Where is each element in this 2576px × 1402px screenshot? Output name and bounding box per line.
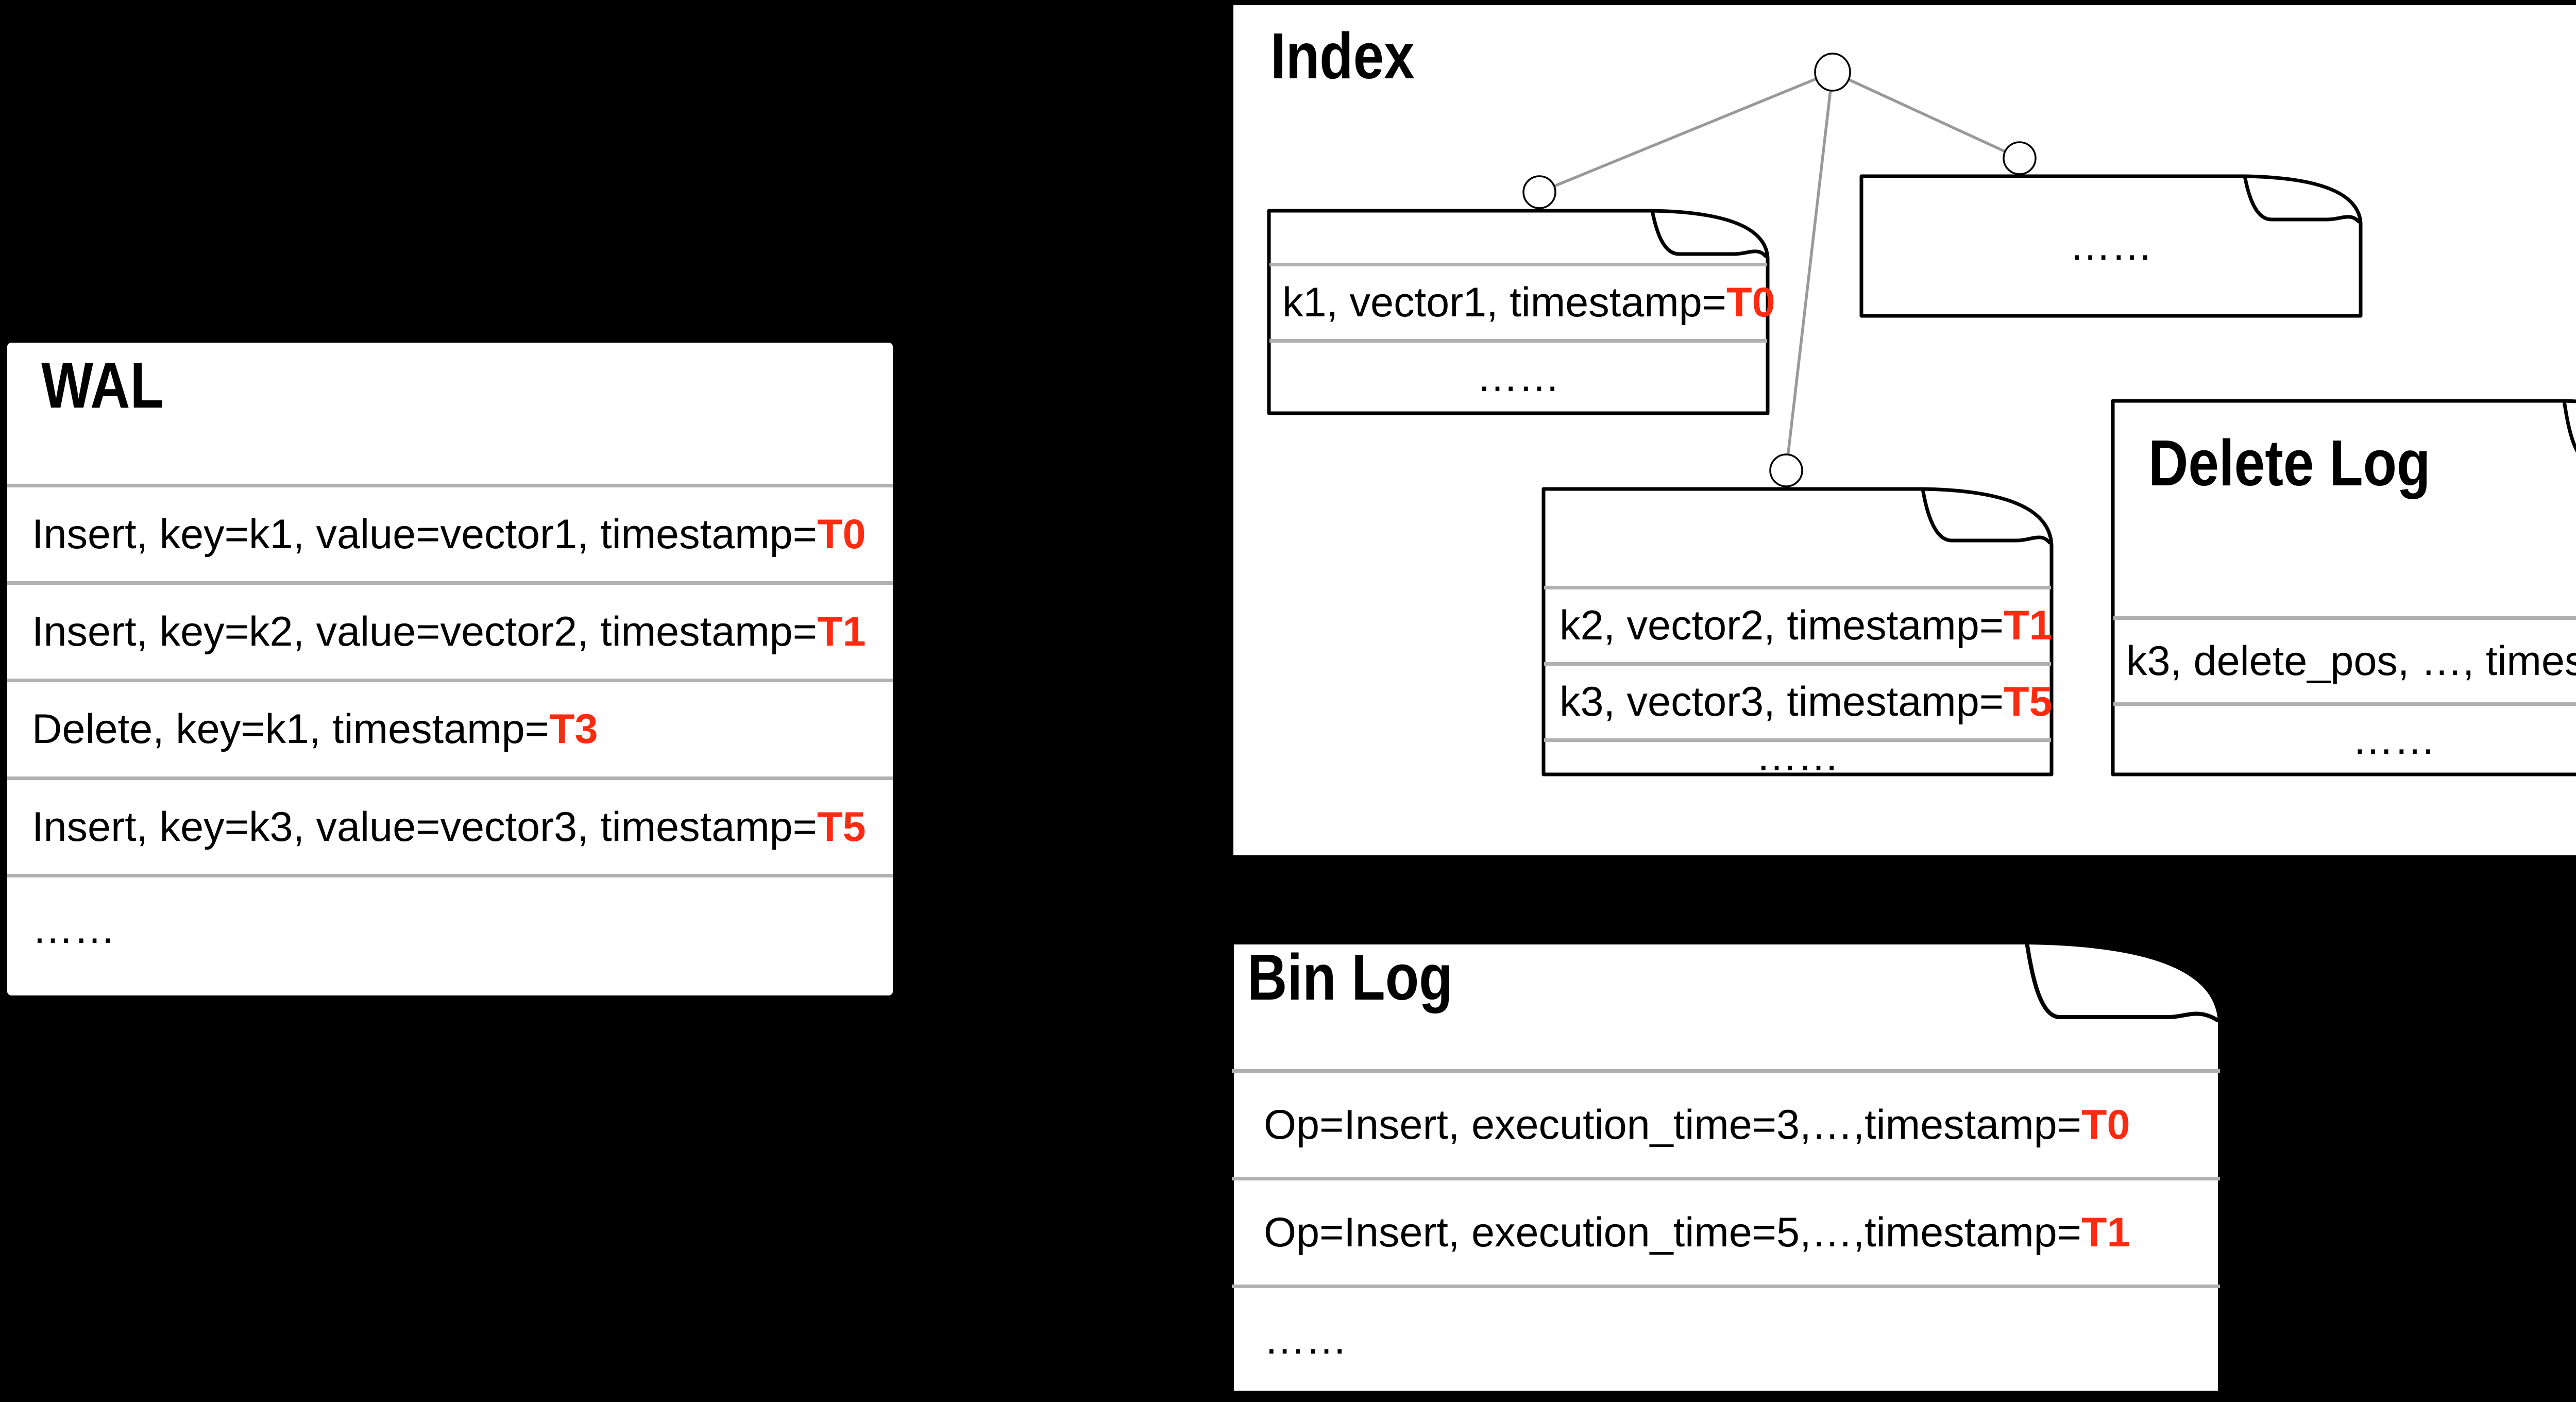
timestamp-badge: T3: [549, 706, 598, 752]
ellipsis-text: ……: [1264, 1316, 1347, 1363]
segment-row-k2: k2, vector2, timestamp=T1: [1541, 589, 2054, 662]
index-tree: [1522, 53, 2037, 487]
segment-row-ellipsis: ……: [1859, 174, 2363, 318]
segment-b-content: ……: [1859, 174, 2363, 318]
tree-node-left: [1522, 175, 1556, 209]
timestamp-badge: T1: [2081, 1209, 2130, 1256]
index-panel: Index: [1233, 5, 2576, 855]
segment-row-ellipsis: ……: [1267, 343, 1770, 412]
tree-root-node: [1814, 53, 1851, 92]
delete-log-row-k3: k3, delete_pos, …, timestamp=T3: [2111, 620, 2576, 702]
tree-edge-root-right: [1832, 71, 2021, 160]
timestamp-badge: T1: [2004, 602, 2053, 649]
delete-log-divider: [2113, 616, 2576, 620]
tree-edge-root-left: [1538, 71, 1834, 194]
document-shape: [2111, 399, 2576, 776]
bin-log-row-text: Op=Insert, execution_time=3,…,timestamp=: [1264, 1101, 2082, 1148]
tree-edges: [1538, 71, 2021, 471]
wal-divider: [7, 484, 893, 487]
index-segment-file-a: k1, vector1, timestamp=T0 ……: [1267, 209, 1775, 415]
wal-divider: [7, 679, 893, 682]
ellipsis-text: ……: [1477, 354, 1560, 400]
segment-c-content: k2, vector2, timestamp=T1 k3, vector3, t…: [1541, 487, 2054, 777]
segment-divider: [1544, 662, 2051, 666]
timestamp-badge: T5: [2004, 679, 2053, 725]
wal-row-insert-k3: Insert, key=k3, value=vector3, timestamp…: [7, 780, 893, 874]
wal-row-text: Insert, key=k3, value=vector3, timestamp…: [32, 803, 817, 850]
page-curl-icon: [1650, 209, 1768, 258]
delete-log-row-text: k3, delete_pos, …, timestamp=: [2126, 637, 2576, 684]
document-outline: [2111, 399, 2576, 776]
bin-log-row-text: Op=Insert, execution_time=5,…,timestamp=: [1264, 1209, 2082, 1256]
document-outline: [1541, 487, 2054, 776]
wal-row-text: Insert, key=k1, value=vector1, timestamp…: [32, 511, 817, 558]
segment-row-text: k3, vector3, timestamp=: [1560, 679, 2004, 725]
segment-row-text: k2, vector2, timestamp=: [1560, 602, 2004, 649]
delete-log-title: Delete Log: [2148, 427, 2431, 499]
segment-divider: [1269, 339, 1767, 343]
bin-log-title: Bin Log: [1247, 941, 1453, 1014]
ellipsis-text: ……: [2069, 223, 2153, 269]
tree-edge-root-middle: [1785, 72, 1834, 471]
document-outline: [1267, 209, 1770, 415]
bin-log-divider: [1232, 1285, 2220, 1288]
page-curl-icon: [2562, 399, 2576, 453]
wal-divider: [7, 776, 893, 780]
segment-divider: [1269, 263, 1767, 266]
bin-log-row-ellipsis: ……: [1229, 1288, 2223, 1391]
document-shape: [1230, 940, 2222, 1395]
wal-row-text: Delete, key=k1, timestamp=: [32, 706, 549, 752]
document-shape: [1267, 209, 1770, 415]
bin-log-content: Bin Log Op=Insert, execution_time=3,…,ti…: [1229, 940, 2223, 1395]
segment-row-k1: k1, vector1, timestamp=T0: [1267, 266, 1775, 339]
index-segment-file-c: k2, vector2, timestamp=T1 k3, vector3, t…: [1541, 487, 2054, 777]
delete-log-row-ellipsis: ……: [2111, 706, 2576, 774]
index-title: Index: [1270, 20, 1415, 92]
ellipsis-text: ……: [2352, 717, 2436, 763]
tree-nodes: [1522, 53, 2037, 487]
wal-row-text: Insert, key=k2, value=vector2, timestamp…: [32, 608, 817, 655]
wal-box: WAL Insert, key=k1, value=vector1, times…: [7, 343, 893, 995]
tree-node-right: [2003, 141, 2037, 175]
ellipsis-text: ……: [32, 905, 115, 952]
delete-log-content: Delete Log k3, delete_pos, …, timestamp=…: [2111, 399, 2576, 776]
segment-row-k3: k3, vector3, timestamp=T5: [1541, 666, 2054, 738]
wal-divider: [7, 874, 893, 877]
bin-log-row-2: Op=Insert, execution_time=5,…,timestamp=…: [1229, 1180, 2223, 1285]
document-shape: [1541, 487, 2054, 776]
page-curl-icon: [2025, 940, 2219, 1022]
timestamp-badge: T0: [817, 511, 866, 558]
document-outline: [1230, 940, 2222, 1395]
timestamp-badge: T1: [817, 608, 866, 655]
segment-divider: [1544, 738, 2051, 742]
timestamp-badge: T5: [817, 803, 866, 850]
wal-row-insert-k1: Insert, key=k1, value=vector1, timestamp…: [7, 487, 893, 581]
bin-log-box: Bin Log Op=Insert, execution_time=3,…,ti…: [1229, 940, 2223, 1395]
segment-a-content: k1, vector1, timestamp=T0 ……: [1267, 209, 1775, 415]
page-curl-icon: [1921, 487, 2052, 545]
delete-log-divider: [2113, 702, 2576, 706]
wal-row-insert-k2: Insert, key=k2, value=vector2, timestamp…: [7, 585, 893, 679]
document-shape: [1859, 174, 2363, 318]
tree-node-middle: [1769, 453, 1803, 487]
bin-log-divider: [1232, 1177, 2220, 1180]
bin-log-divider: [1232, 1069, 2220, 1073]
wal-row-ellipsis: ……: [7, 877, 893, 981]
page-curl-icon: [2243, 174, 2361, 224]
index-segment-file-b: ……: [1859, 174, 2363, 318]
delete-log-box: Delete Log k3, delete_pos, …, timestamp=…: [2111, 399, 2576, 776]
ellipsis-text: ……: [1756, 733, 1839, 780]
timestamp-badge: T0: [1726, 279, 1775, 326]
segment-row-text: k1, vector1, timestamp=: [1282, 279, 1727, 326]
wal-title: WAL: [41, 349, 164, 421]
segment-row-ellipsis: ……: [1541, 735, 2054, 777]
bin-log-row-1: Op=Insert, execution_time=3,…,timestamp=…: [1229, 1073, 2223, 1177]
segment-divider: [1544, 586, 2051, 589]
document-outline: [1859, 174, 2363, 318]
wal-row-delete-k1: Delete, key=k1, timestamp=T3: [7, 682, 893, 776]
timestamp-badge: T0: [2081, 1101, 2130, 1148]
wal-divider: [7, 581, 893, 585]
